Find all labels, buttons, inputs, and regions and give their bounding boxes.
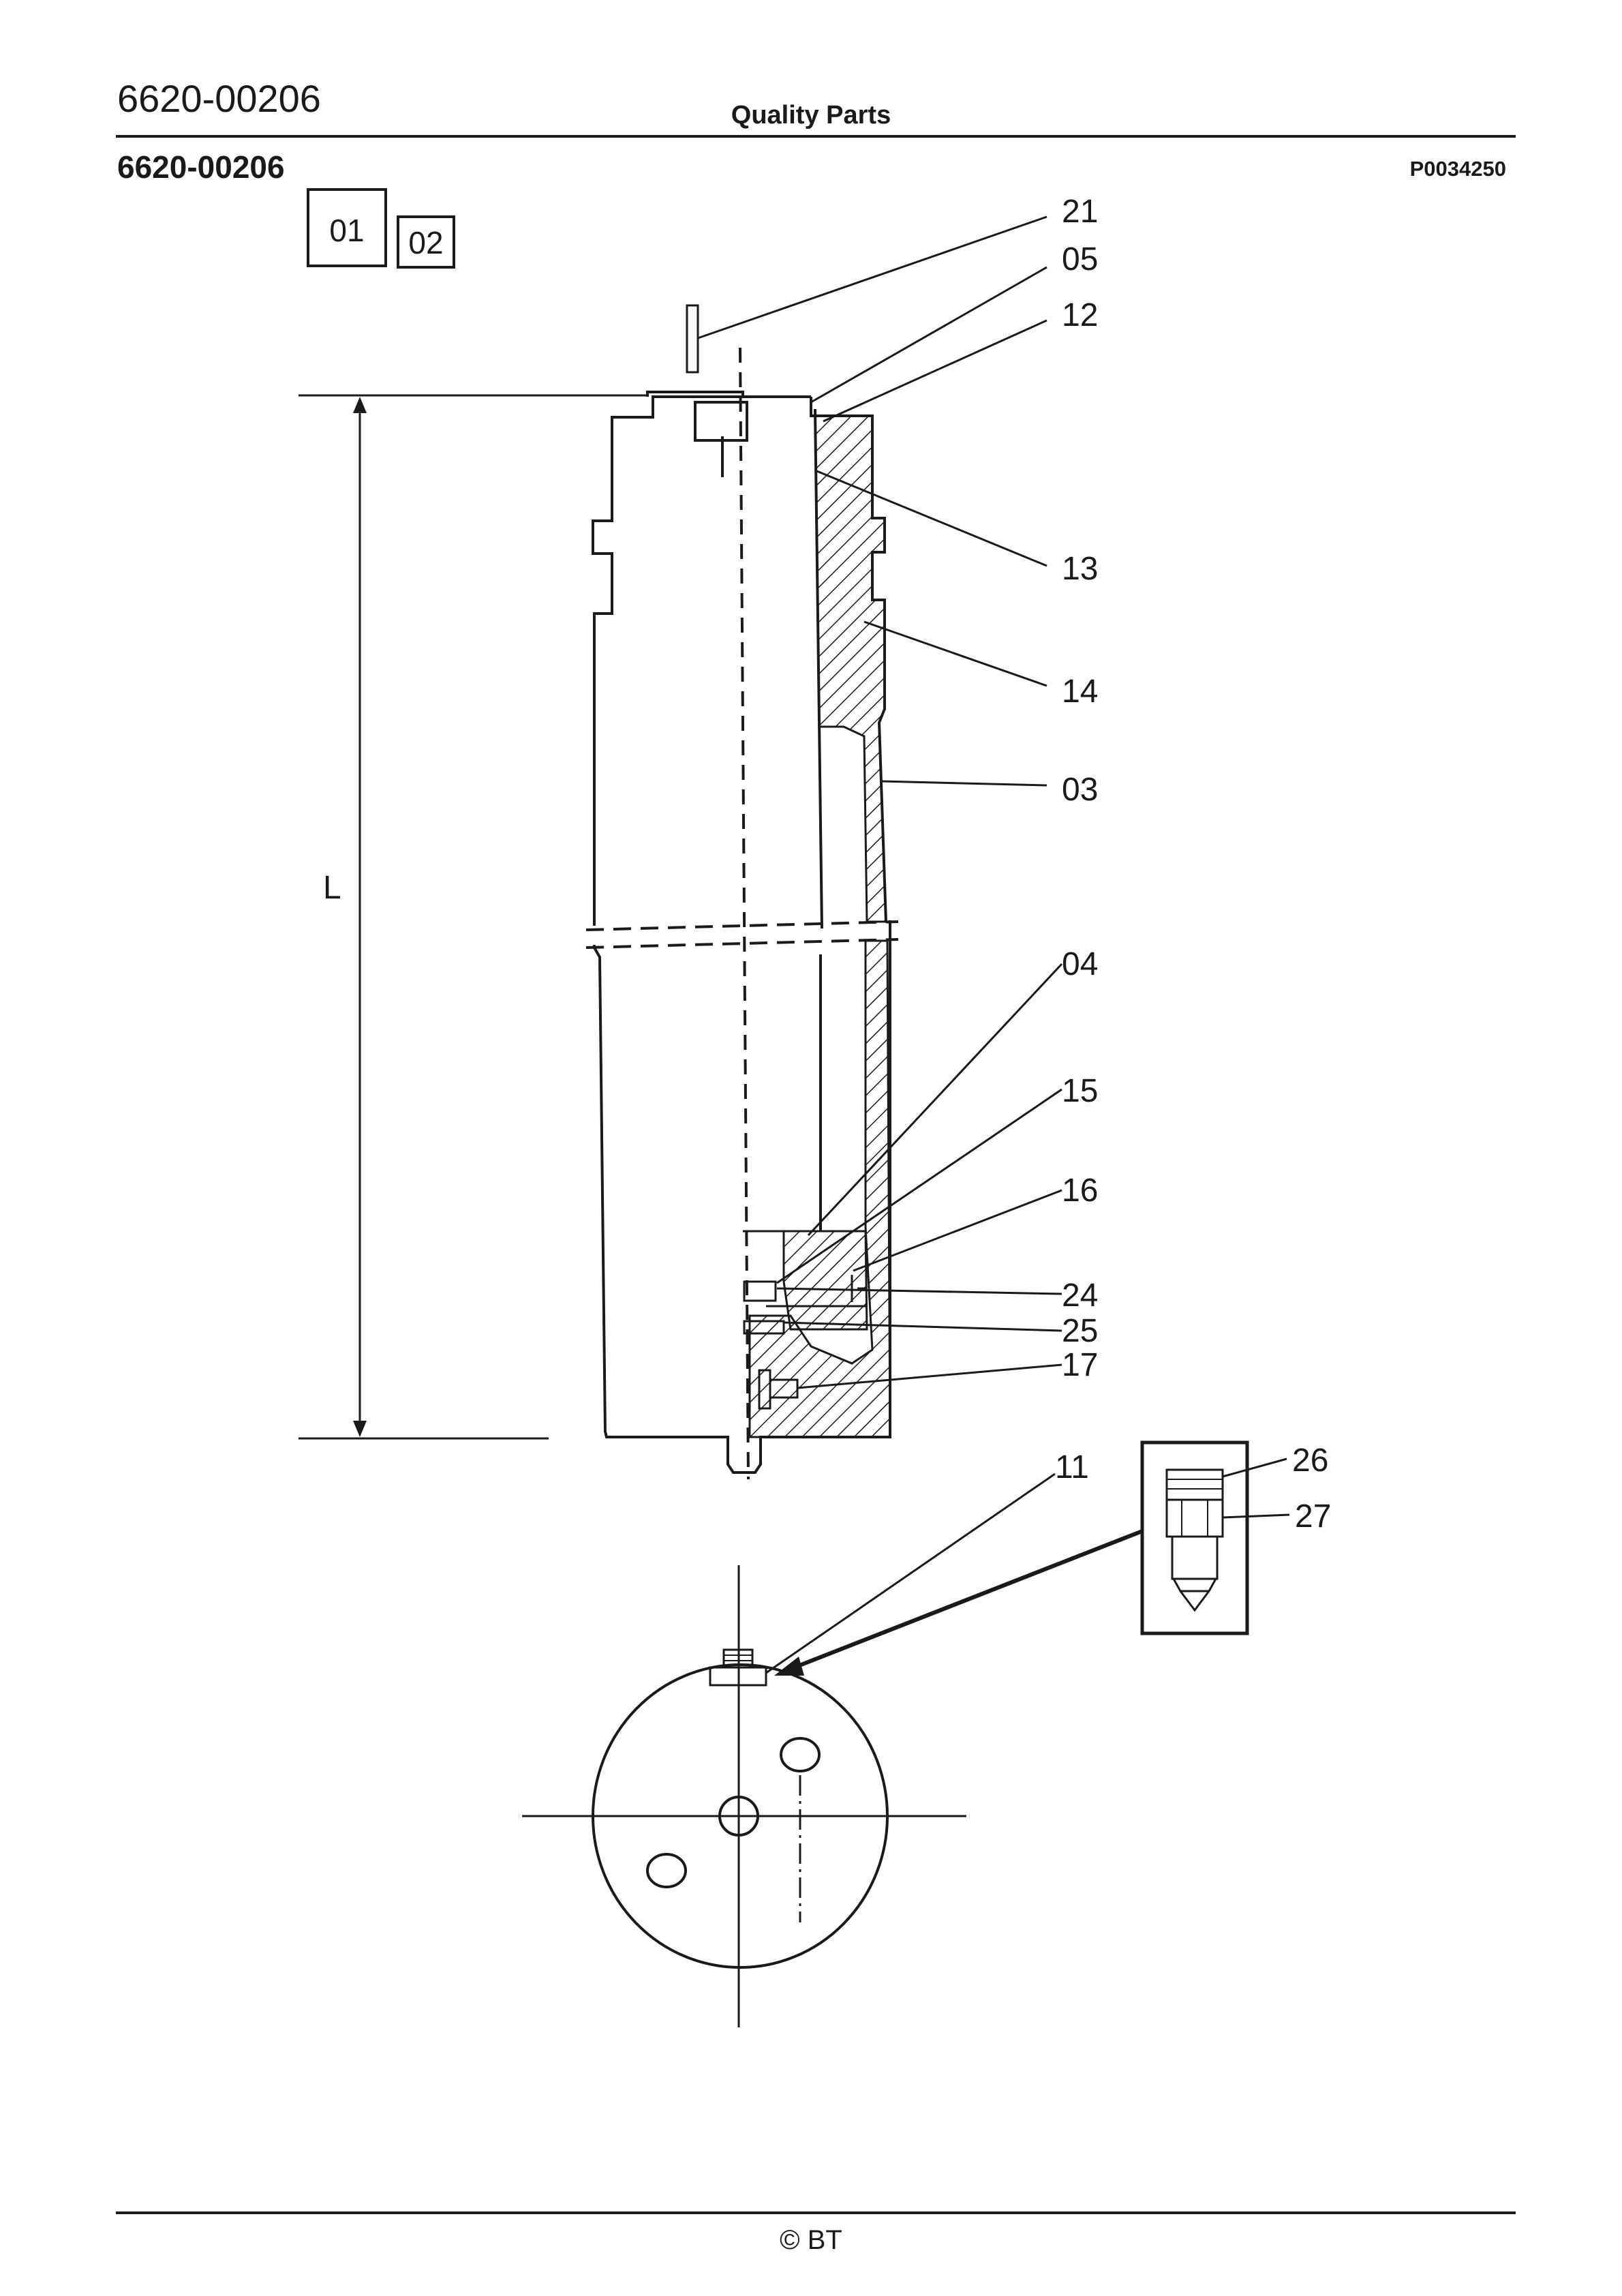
sub-document-number: 6620-00206: [117, 149, 285, 185]
detail-inset: [1140, 1440, 1249, 1635]
leader-lines: [697, 215, 1290, 1674]
callout-11: 11: [1055, 1449, 1089, 1485]
callout-24: 24: [1062, 1278, 1098, 1314]
dimension-label-L: L: [323, 870, 341, 906]
callout-25: 25: [1062, 1313, 1098, 1349]
pin-part: [686, 304, 699, 374]
variant-label-02: 02: [408, 225, 443, 260]
callout-04: 04: [1062, 946, 1098, 982]
end-view: [522, 1565, 966, 2027]
callout-17: 17: [1062, 1347, 1098, 1383]
callout-21: 21: [1062, 194, 1098, 230]
callout-15: 15: [1062, 1073, 1098, 1109]
drawing-reference: P0034250: [1409, 157, 1506, 181]
callout-05: 05: [1062, 241, 1098, 277]
header-title: Quality Parts: [731, 101, 891, 130]
footer-rule: [116, 2211, 1516, 2214]
callout-16: 16: [1062, 1173, 1098, 1209]
callout-12: 12: [1062, 297, 1098, 333]
document-number: 6620-00206: [117, 77, 321, 120]
variant-box-01: 01: [307, 188, 387, 267]
header-rule: [116, 135, 1516, 138]
variant-label-01: 01: [329, 213, 364, 248]
length-dimension: [299, 394, 647, 1440]
lower-internal-details: [743, 1230, 867, 1410]
break-line: [585, 920, 899, 949]
callout-14: 14: [1062, 674, 1098, 710]
callout-13: 13: [1062, 551, 1098, 587]
callout-26: 26: [1292, 1442, 1328, 1479]
detail-arrow: [774, 1529, 1144, 1676]
footer-copyright: © BT: [780, 2225, 842, 2255]
variant-box-02: 02: [397, 215, 455, 269]
hatched-wall-upper: [814, 414, 887, 923]
callout-27: 27: [1295, 1498, 1331, 1535]
centerline: [739, 347, 750, 1480]
callout-03: 03: [1062, 772, 1098, 808]
hatched-plug: [782, 1230, 868, 1331]
callout-labels: 21 05 12 13 14 03 04 15 16 24 25 17 11 2…: [1055, 194, 1331, 1535]
